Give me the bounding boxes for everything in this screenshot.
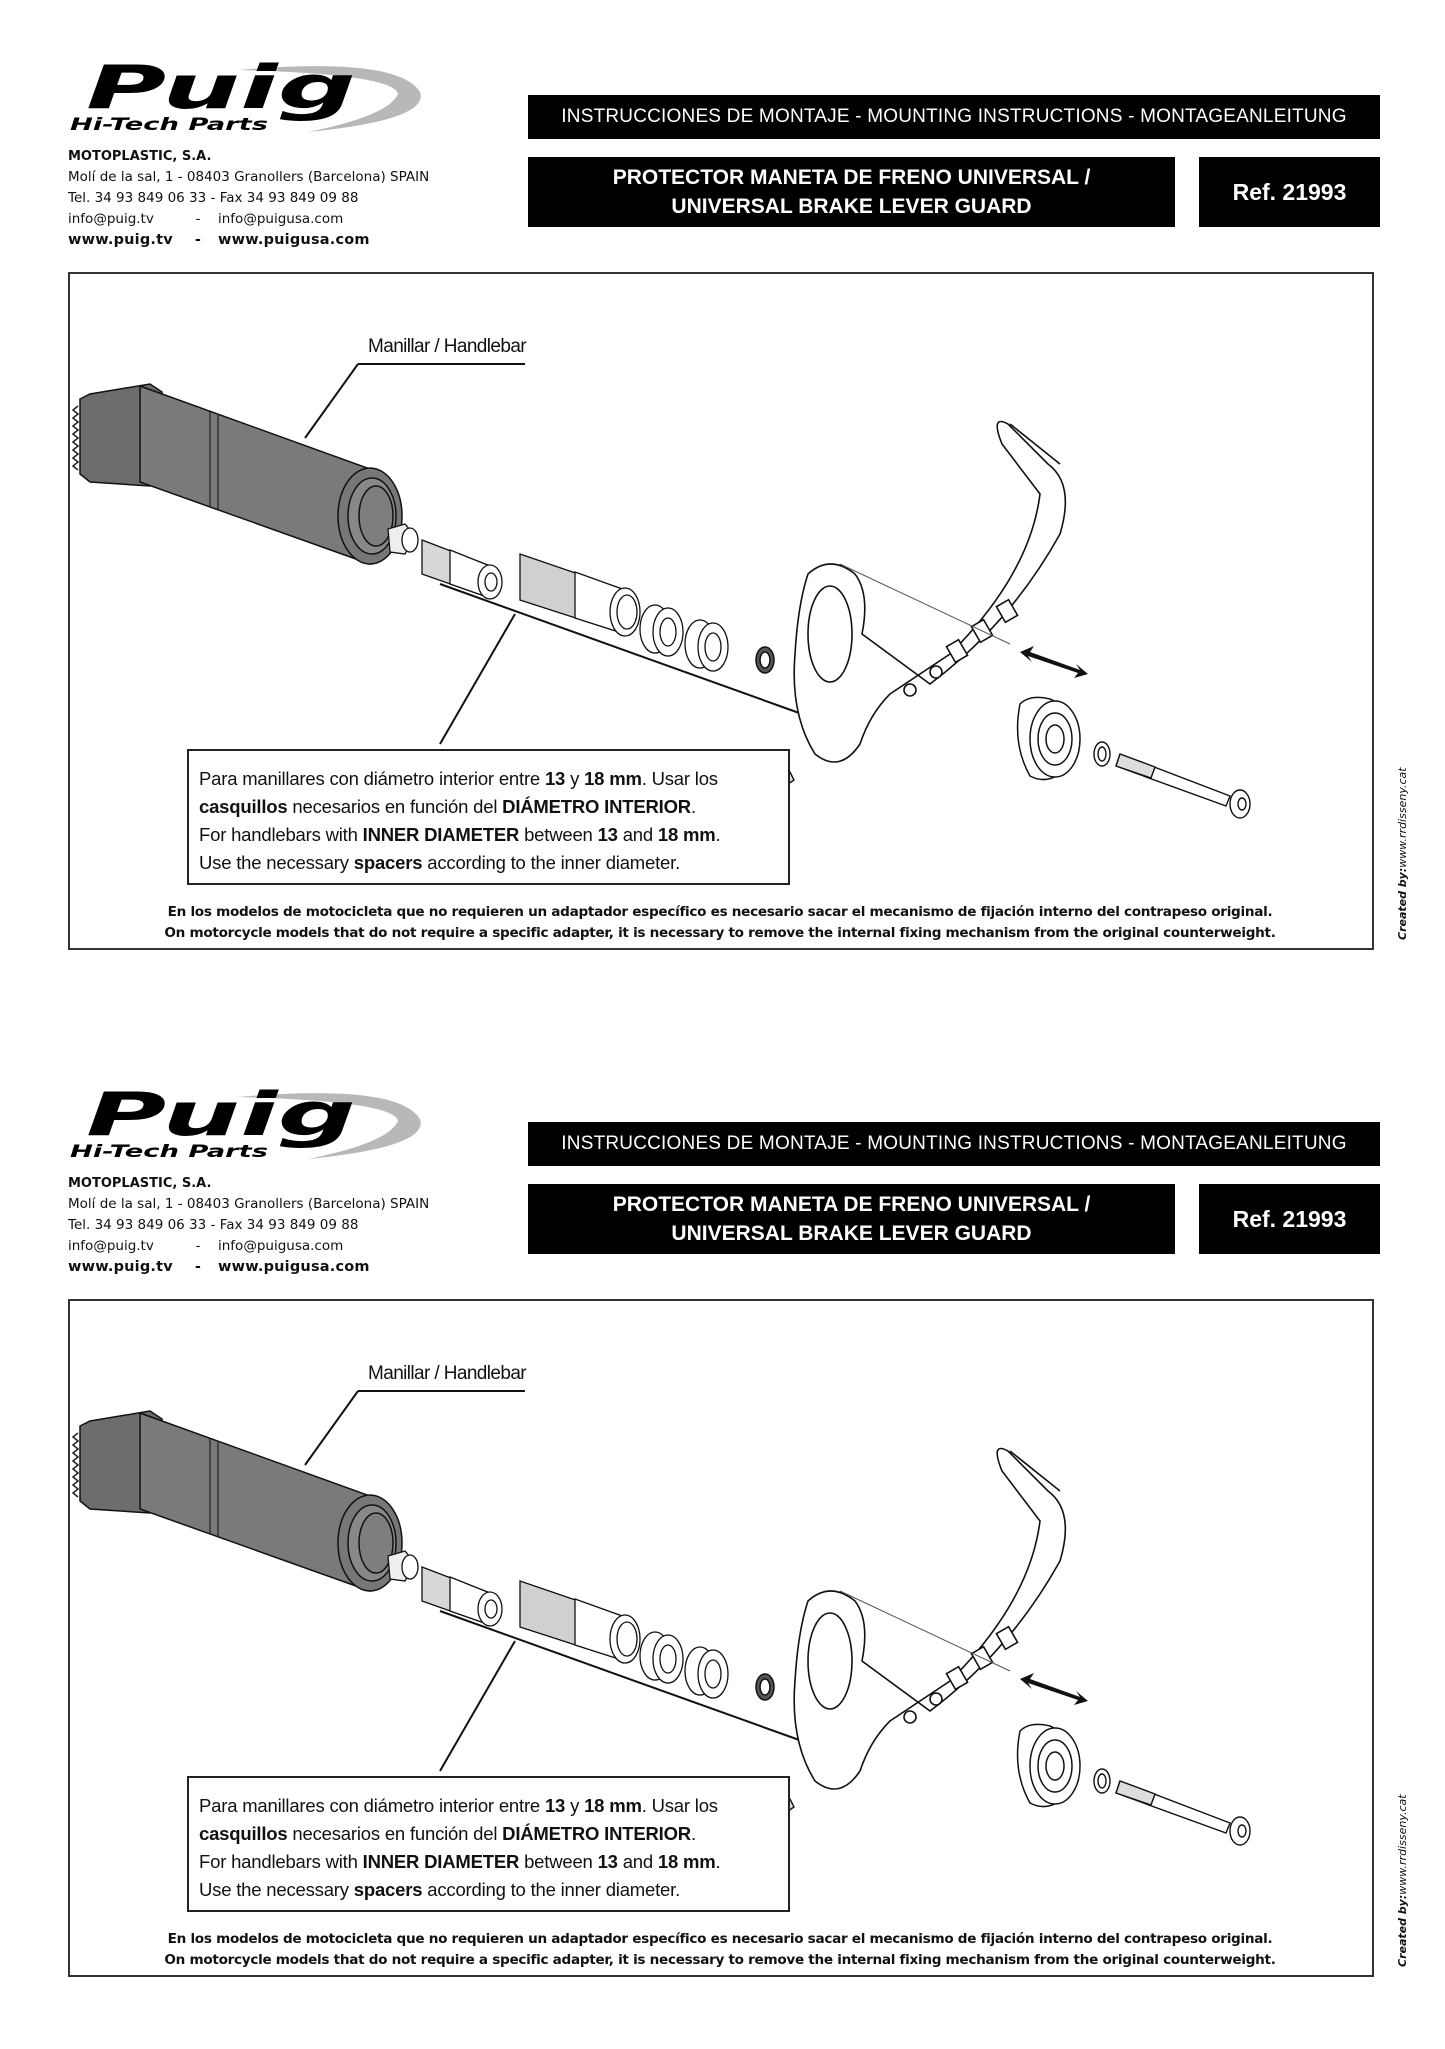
- small-washer-icon: [755, 1673, 775, 1701]
- product-title: PROTECTOR MANETA DE FRENO UNIVERSAL / UN…: [528, 157, 1175, 227]
- svg-text:Puig: Puig: [86, 1089, 356, 1150]
- company-name: MOTOPLASTIC, S.A.: [68, 149, 212, 164]
- note-line-3: For handlebars with INNER DIAMETER betwe…: [199, 1851, 721, 1872]
- instruction-sheet: Puig Hi-Tech Parts MOTOPLASTIC, S.A. Mol…: [0, 1027, 1445, 2049]
- alignment-line: [839, 1590, 1011, 1672]
- handlebar-label: Manillar / Handlebar: [368, 1363, 527, 1384]
- spacer-ring-icon: [639, 604, 729, 672]
- puig-logo: Puig Hi-Tech Parts: [68, 53, 428, 135]
- handlebar-leader-line: [304, 363, 525, 439]
- spacer-sleeve-large-icon: [519, 553, 641, 637]
- spacer-ring-icon: [639, 1631, 729, 1699]
- double-arrow-icon: [1020, 646, 1088, 678]
- company-phone: Tel. 34 93 849 06 33 - Fax 34 93 849 09 …: [68, 190, 359, 206]
- company-websites: www.puig.tv-www.puigusa.com: [68, 230, 429, 251]
- spacer-sleeve-small-icon: [421, 539, 503, 600]
- diagram-frame: [68, 272, 1374, 950]
- expander-nut-icon: [387, 1550, 419, 1582]
- footnote-spanish: En los modelos de motocicleta que no req…: [167, 1931, 1273, 1947]
- svg-text:Hi-Tech Parts: Hi-Tech Parts: [70, 1142, 268, 1161]
- exploded-assembly-diagram: [71, 1390, 1251, 1846]
- instructions-banner: INSTRUCCIONES DE MONTAJE - MOUNTING INST…: [528, 95, 1380, 139]
- long-bolt-icon: [1115, 1780, 1251, 1846]
- puig-logo: Puig Hi-Tech Parts: [68, 1080, 428, 1162]
- title-line-en: UNIVERSAL BRAKE LEVER GUARD: [671, 195, 1032, 218]
- handlebar-icon: [71, 1410, 403, 1593]
- counterweight-bearing-icon: [1016, 1723, 1081, 1808]
- note-line-1: Para manillares con diámetro interior en…: [199, 1795, 718, 1816]
- reference-number: Ref. 21993: [1199, 157, 1380, 227]
- title-line-en: UNIVERSAL BRAKE LEVER GUARD: [671, 1222, 1032, 1245]
- spacer-sleeve-small-icon: [421, 1566, 503, 1627]
- washer-icon: [1093, 1768, 1111, 1794]
- handlebar-label: Manillar / Handlebar: [368, 336, 527, 357]
- svg-text:Hi-Tech Parts: Hi-Tech Parts: [70, 115, 268, 134]
- footnote-english: On motorcycle models that do not require…: [164, 1952, 1276, 1968]
- handlebar-icon: [71, 383, 403, 566]
- reference-number: Ref. 21993: [1199, 1184, 1380, 1254]
- designer-credit: Created by:www.rrdisseny.cat: [1396, 1794, 1409, 1967]
- exploded-assembly-diagram: [71, 363, 1251, 819]
- washer-icon: [1093, 741, 1111, 767]
- spacer-note-box: Para manillares con diámetro interior en…: [187, 749, 790, 885]
- company-address: Molí de la sal, 1 - 08403 Granollers (Ba…: [68, 1196, 430, 1212]
- spacers-leader-line: [439, 1610, 803, 1772]
- puig-logo-icon: Puig Hi-Tech Parts: [70, 1080, 421, 1162]
- company-emails: info@puig.tv-info@puigusa.com: [68, 1236, 429, 1257]
- lever-guard-icon: [793, 420, 1067, 763]
- web-link-2[interactable]: www.puigusa.com: [218, 1259, 370, 1275]
- spacer-note-box: Para manillares con diámetro interior en…: [187, 1776, 790, 1912]
- expander-nut-icon: [387, 523, 419, 555]
- footnote-spanish: En los modelos de motocicleta que no req…: [167, 904, 1273, 920]
- spacers-leader-line: [439, 583, 803, 745]
- credit-link[interactable]: www.rrdisseny.cat: [1396, 1794, 1409, 1895]
- company-name: MOTOPLASTIC, S.A.: [68, 1176, 212, 1191]
- counterweight-bearing-icon: [1016, 696, 1081, 781]
- company-address: Molí de la sal, 1 - 08403 Granollers (Ba…: [68, 169, 430, 185]
- company-websites: www.puig.tv-www.puigusa.com: [68, 1257, 429, 1278]
- designer-credit: Created by:www.rrdisseny.cat: [1396, 767, 1409, 940]
- email-link-2[interactable]: info@puigusa.com: [218, 211, 344, 227]
- note-line-4: Use the necessary spacers according to t…: [199, 1879, 681, 1900]
- web-link-1[interactable]: www.puig.tv: [68, 1259, 173, 1275]
- double-arrow-icon: [1020, 1673, 1088, 1705]
- handlebar-leader-line: [304, 1390, 525, 1466]
- web-link-2[interactable]: www.puigusa.com: [218, 232, 370, 248]
- instructions-banner: INSTRUCCIONES DE MONTAJE - MOUNTING INST…: [528, 1122, 1380, 1166]
- small-washer-icon: [755, 646, 775, 674]
- note-line-3: For handlebars with INNER DIAMETER betwe…: [199, 824, 721, 845]
- product-title: PROTECTOR MANETA DE FRENO UNIVERSAL / UN…: [528, 1184, 1175, 1254]
- credit-link[interactable]: www.rrdisseny.cat: [1396, 767, 1409, 868]
- note-line-2: casquillos necesarios en función del DIÁ…: [199, 796, 696, 817]
- email-link-1[interactable]: info@puig.tv: [68, 1238, 154, 1254]
- email-link-1[interactable]: info@puig.tv: [68, 211, 154, 227]
- email-link-2[interactable]: info@puigusa.com: [218, 1238, 344, 1254]
- diagram-frame: [68, 1299, 1374, 1977]
- long-bolt-icon: [1115, 753, 1251, 819]
- title-line-es: PROTECTOR MANETA DE FRENO UNIVERSAL /: [612, 166, 1091, 189]
- spacer-sleeve-large-icon: [519, 1580, 641, 1664]
- company-info: MOTOPLASTIC, S.A. Molí de la sal, 1 - 08…: [68, 1173, 429, 1278]
- company-info: MOTOPLASTIC, S.A. Molí de la sal, 1 - 08…: [68, 146, 429, 251]
- company-emails: info@puig.tv-info@puigusa.com: [68, 209, 429, 230]
- company-phone: Tel. 34 93 849 06 33 - Fax 34 93 849 09 …: [68, 1217, 359, 1233]
- title-line-es: PROTECTOR MANETA DE FRENO UNIVERSAL /: [612, 1193, 1091, 1216]
- note-line-4: Use the necessary spacers according to t…: [199, 852, 681, 873]
- puig-logo-icon: Puig Hi-Tech Parts: [70, 53, 421, 135]
- instruction-sheet: Puig Hi-Tech Parts MOTOPLASTIC, S.A. Mol…: [0, 0, 1445, 1022]
- note-line-1: Para manillares con diámetro interior en…: [199, 768, 718, 789]
- note-line-2: casquillos necesarios en función del DIÁ…: [199, 1823, 696, 1844]
- alignment-line: [839, 563, 1011, 645]
- svg-text:Puig: Puig: [86, 62, 356, 123]
- web-link-1[interactable]: www.puig.tv: [68, 232, 173, 248]
- footnote-english: On motorcycle models that do not require…: [164, 925, 1276, 941]
